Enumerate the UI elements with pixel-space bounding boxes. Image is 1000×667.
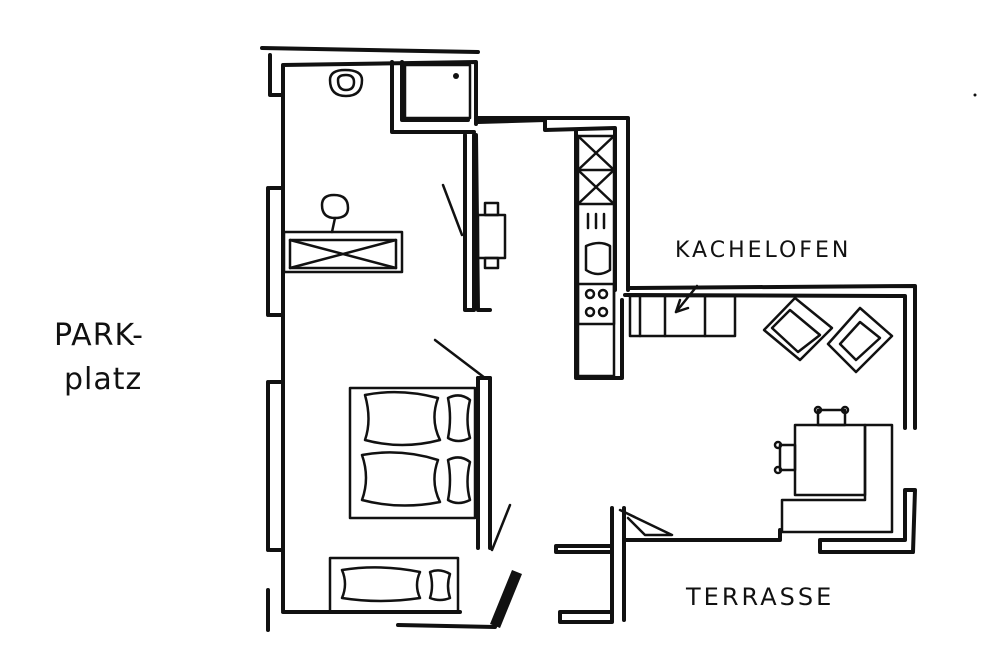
double-bed — [348, 386, 477, 520]
armchair-left — [762, 296, 834, 362]
label-kachelofen: KACHELOFEN — [675, 238, 852, 263]
dining-table — [773, 405, 894, 534]
armchair-right — [826, 306, 894, 374]
kitchen-counter — [576, 134, 616, 378]
stray-dot — [973, 93, 977, 97]
toilet — [328, 68, 364, 98]
single-bed — [328, 556, 460, 614]
shower — [403, 63, 472, 120]
hall-bench — [476, 201, 507, 270]
door-swings — [433, 183, 674, 628]
kachelofen-stove — [628, 284, 737, 338]
label-terrasse: TERRASSE — [686, 583, 835, 611]
interior-walls — [390, 60, 624, 550]
label-parkplatz-line2: platz — [64, 362, 143, 397]
label-parkplatz-line1: PARK- — [54, 318, 144, 353]
washbasin — [282, 193, 404, 274]
entrance-door — [490, 570, 522, 628]
